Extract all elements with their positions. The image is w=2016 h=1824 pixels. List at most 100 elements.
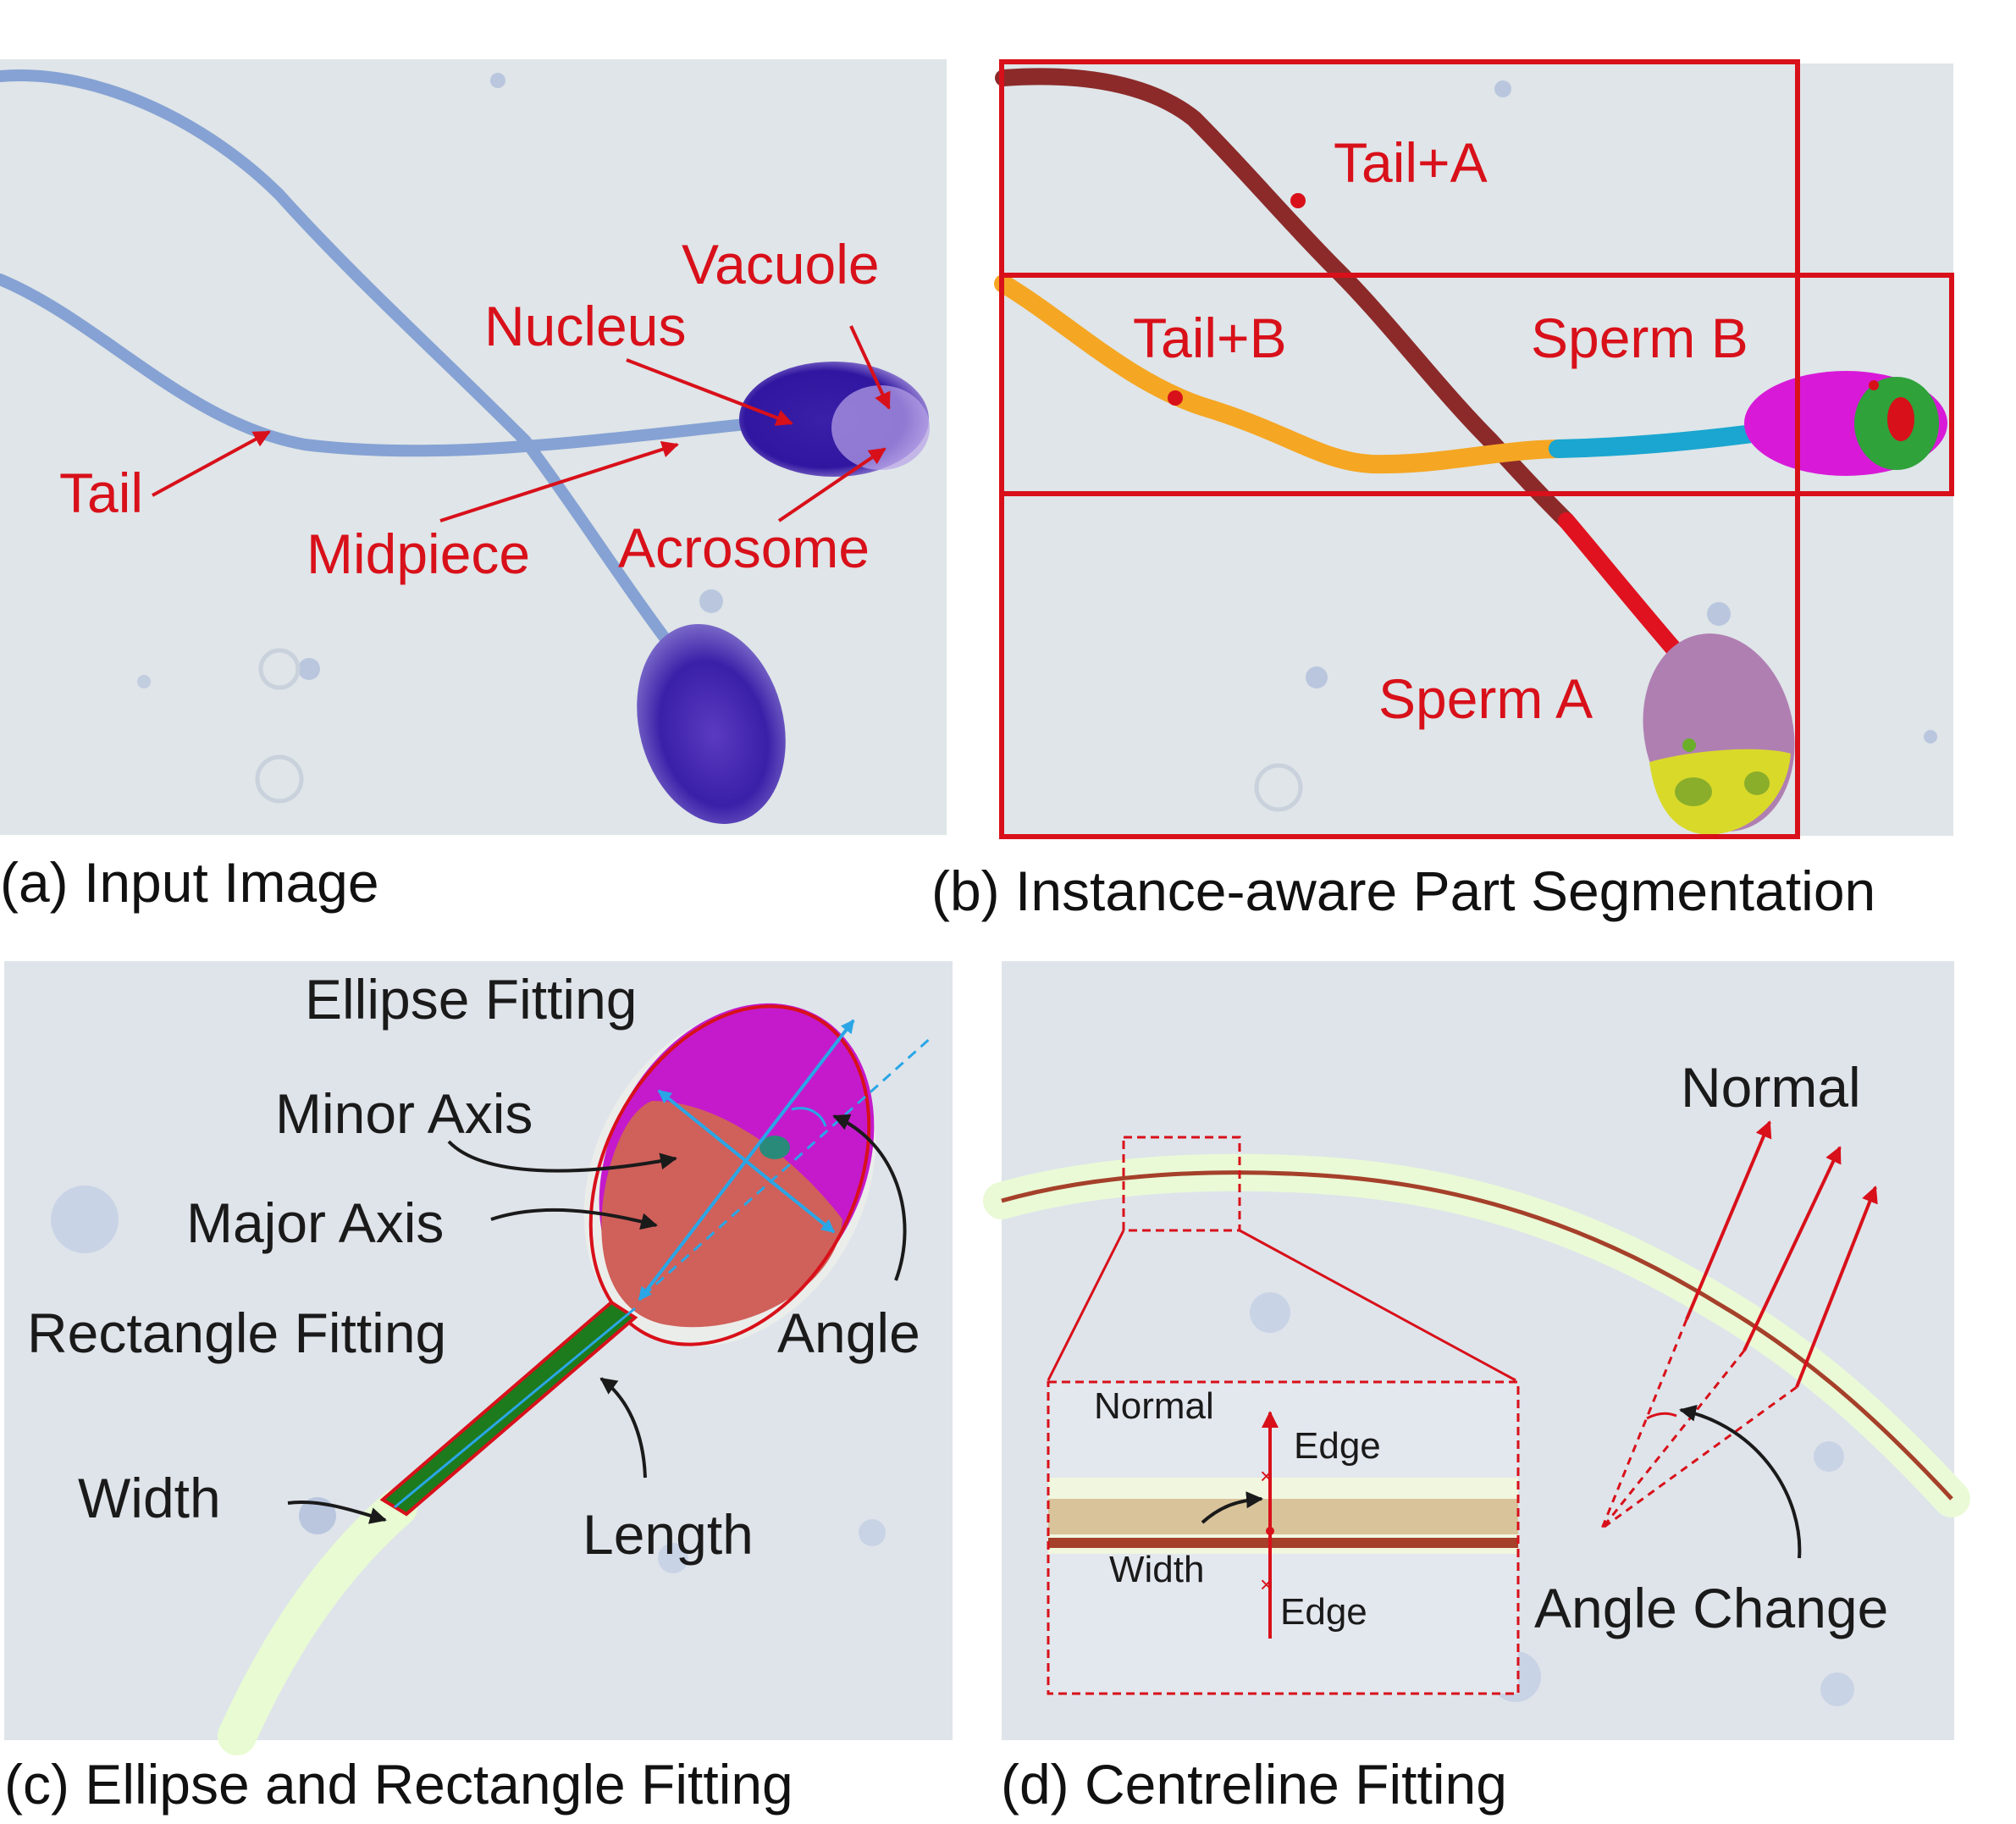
label-normal: Normal [1681,1056,1861,1119]
arrow-vacuole [849,325,891,410]
seg-nucleus-a1 [1675,777,1712,806]
arrow-minor-axis [447,1140,677,1173]
arrow-angle [832,1114,907,1281]
label-minor-axis: Minor Axis [275,1082,533,1145]
inset-centre-point [1266,1527,1274,1535]
inset-label-edge-bottom: Edge [1280,1591,1367,1633]
speckle [1306,666,1328,688]
angle-arc [791,1107,827,1127]
speckle [490,73,505,88]
zoom-connector-left [1047,1230,1125,1381]
inset-edge-bottom-mark: × [1260,1572,1273,1597]
arrow-length [599,1377,647,1479]
caption-b: (b) Instance-aware Part Segmentation [931,859,1875,922]
speckle [258,648,301,690]
speckle [299,1497,336,1534]
seg-tail-b [994,274,1567,474]
seg-midpiece-b [1549,424,1762,458]
inset-width-arrow [1201,1491,1263,1524]
zoom-connector-right [1239,1229,1516,1382]
speckle [137,675,151,688]
head-a-image [637,624,786,824]
arrow-major-axis [490,1208,658,1230]
zoom-source-box [1122,1136,1241,1232]
arrow-acrosome [777,447,886,522]
rectangle-length-line [394,1307,636,1509]
speckle [1924,730,1937,743]
speckle [1820,1672,1854,1706]
panel-a: Vacuole Nucleus Tail Midpiece Acrosome (… [0,59,947,914]
speckle [51,1186,119,1253]
label-sperm-b: Sperm B [1531,307,1748,369]
normal-arrow-1 [1685,1120,1772,1320]
label-nucleus: Nucleus [484,295,686,357]
caption-d: (d) Centreline Fitting [1001,1753,1507,1816]
label-sperm-a: Sperm A [1378,667,1593,730]
angle-change-arc [1646,1412,1677,1420]
label-width: Width [78,1467,221,1529]
speckle [1250,1292,1290,1333]
seg-dot-a [1682,738,1696,752]
caption-a: (a) Input Image [0,851,379,914]
inset-frame [1047,1380,1520,1695]
label-tail: Tail [59,462,143,524]
angle-reference-line [642,1036,933,1297]
speckle [1814,1441,1844,1472]
point-tail-b [1168,390,1183,406]
panel-b: Tail+A Tail+B Sperm B Sperm A (b) Instan… [931,59,1954,922]
label-length: Length [583,1503,754,1566]
label-tail-b: Tail+B [1133,307,1287,369]
speckle [699,589,723,613]
seg-vacuole-b [1887,397,1914,441]
normal-arrow-3 [1795,1186,1878,1388]
normal-extension-2 [1600,1350,1746,1529]
inset-halo-core [1048,1499,1518,1534]
arrow-width [287,1501,387,1524]
normal-extension-1 [1600,1318,1688,1529]
label-ellipse-fitting: Ellipse Fitting [305,968,638,1031]
acrosome-b-image [831,385,930,470]
zoom-inset: × × Normal Edge Width Edge [1047,1380,1520,1695]
tail-a-image [0,69,675,649]
seg-nucleus-a2 [1744,771,1770,795]
inset-edge-top-mark: × [1260,1463,1273,1489]
tail-fit-halo [218,1488,417,1755]
label-rectangle-fitting: Rectangle Fitting [27,1302,446,1364]
bbox-sperm-b [999,273,1954,496]
label-acrosome: Acrosome [618,517,870,579]
speckle [1707,602,1731,626]
speckle [1254,763,1303,812]
label-major-axis: Major Axis [186,1191,444,1254]
speckle [298,658,320,680]
seg-dot-b [1869,380,1879,390]
minor-axis [657,1089,836,1234]
arrow-tail [152,430,271,497]
inset-label-normal: Normal [1094,1385,1214,1427]
seg-midpiece-a [1558,512,1685,661]
tail-b-image [0,274,759,457]
label-midpiece: Midpiece [307,522,530,585]
speckle [1494,80,1511,97]
speckle [658,1543,688,1573]
inset-centreline [1048,1538,1518,1548]
panel-c: Ellipse Fitting Minor Axis Major Axis Re… [4,961,953,1816]
normal-arrow-2 [1743,1146,1842,1351]
panel-d: × × Normal Edge Width Edge Normal Angle … [983,961,1970,1816]
tail-centreline [1001,1170,1953,1501]
arrow-angle-change [1679,1404,1802,1559]
inset-label-width: Width [1109,1549,1204,1590]
fitted-rectangle [379,1300,638,1517]
speckle [859,1519,886,1546]
label-tail-a: Tail+A [1334,131,1488,194]
seg-acrosome-a [1649,749,1791,835]
caption-c: (c) Ellipse and Rectangle Fitting [4,1753,793,1816]
speckle [255,754,304,804]
label-angle-change: Angle Change [1534,1577,1888,1639]
point-tail-a [1290,193,1306,208]
label-vacuole: Vacuole [682,233,880,296]
inset-label-edge-top: Edge [1294,1425,1381,1467]
label-angle: Angle [777,1302,920,1364]
arrow-midpiece [439,440,679,522]
arrow-nucleus [626,358,793,426]
